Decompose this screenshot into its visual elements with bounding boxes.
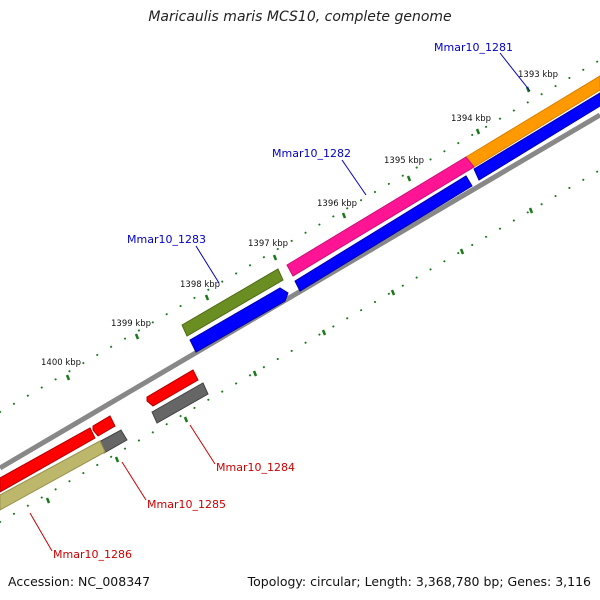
blue-gene-track <box>189 92 600 353</box>
kbp-label-1399: 1399 kbp <box>111 319 151 329</box>
kbp-label-1394: 1394 kbp <box>451 114 491 124</box>
map-title: Maricaulis maris MCS10, complete genome <box>148 9 452 25</box>
gene-mmar10-1282-bar[interactable] <box>286 156 475 277</box>
gene-label-mmar10-1283[interactable]: Mmar10_1283 <box>127 233 206 246</box>
kbp-label-1393: 1393 kbp <box>518 70 558 80</box>
kbp-label-1398: 1398 kbp <box>180 280 220 290</box>
gene-label-mmar10-1285[interactable]: Mmar10_1285 <box>147 498 226 511</box>
kbp-label-1400: 1400 kbp <box>41 358 81 368</box>
gene-mmar10-1285-bar[interactable] <box>92 415 116 437</box>
upper-scale-dots <box>0 59 600 413</box>
blue-gene-1 <box>473 92 600 181</box>
reverse-gene-track[interactable] <box>0 369 209 511</box>
forward-gene-track[interactable] <box>181 75 600 337</box>
gene-label-mmar10-1286[interactable]: Mmar10_1286 <box>53 548 132 561</box>
kbp-label-1395: 1395 kbp <box>384 156 424 166</box>
kbp-labels: 1393 kbp 1394 kbp 1395 kbp 1396 kbp 1397… <box>41 70 558 368</box>
blue-gene-3 <box>189 287 289 353</box>
genome-summary: Topology: circular; Length: 3,368,780 bp… <box>247 574 591 589</box>
accession-label: Accession: NC_008347 <box>8 574 151 589</box>
lower-major-ticks <box>45 207 534 504</box>
upper-major-ticks <box>65 86 531 381</box>
gene-mmar10-1286-shadow <box>0 440 106 511</box>
reverse-gene-callouts: Mmar10_1284 Mmar10_1285 Mmar10_1286 <box>29 424 295 561</box>
gene-mmar10-1283-bar[interactable] <box>181 268 284 337</box>
gene-label-mmar10-1284[interactable]: Mmar10_1284 <box>216 461 295 474</box>
lower-scale-dots <box>0 169 600 523</box>
blue-gene-2 <box>294 175 473 292</box>
kbp-label-1397: 1397 kbp <box>248 239 288 249</box>
gene-mmar10-1284-bar[interactable] <box>146 369 199 407</box>
forward-gene-callouts: Mmar10_1281 Mmar10_1282 Mmar10_1283 <box>127 41 531 284</box>
gene-label-mmar10-1282[interactable]: Mmar10_1282 <box>272 147 351 160</box>
gene-label-mmar10-1281[interactable]: Mmar10_1281 <box>434 41 513 54</box>
gene-mmar10-1286-bar[interactable] <box>0 427 96 493</box>
gene-mmar10-1284-shadow <box>151 382 209 424</box>
kbp-label-1396: 1396 kbp <box>317 199 357 209</box>
